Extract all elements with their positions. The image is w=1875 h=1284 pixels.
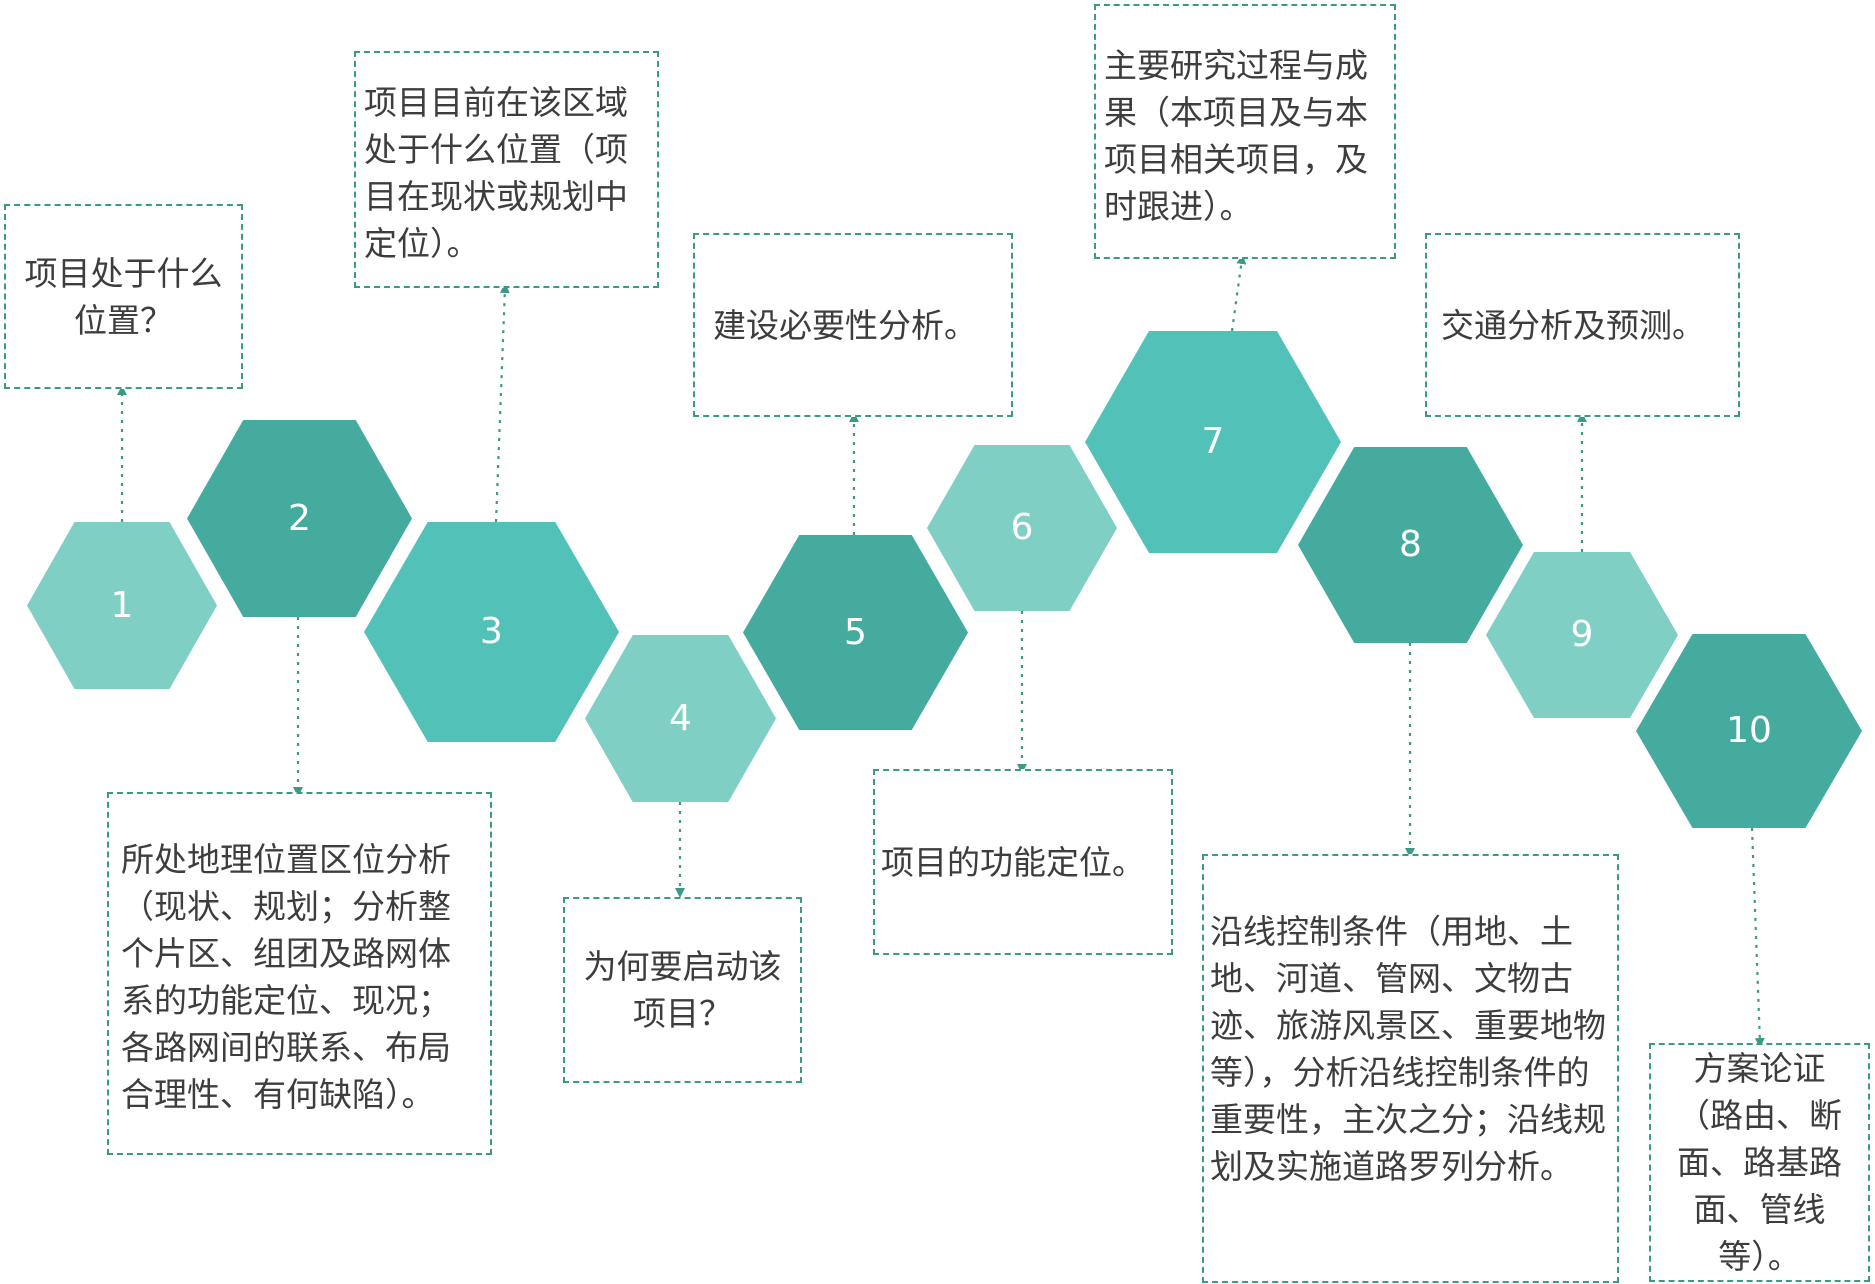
step-7-note-text: 主要研究过程与成果（本项目及与本项目相关项目，及时跟进）。 xyxy=(1104,46,1368,226)
step-4-note: 为何要启动该项目？ xyxy=(563,897,802,1083)
step-5-note-text: 建设必要性分析。 xyxy=(713,305,977,345)
step-8-note-text: 沿线控制条件（用地、土地、河道、管网、文物古迹、旅游风景区、重要地物等），分析沿… xyxy=(1210,912,1606,1186)
step-9-number: 9 xyxy=(1570,614,1594,655)
step-4-note-text: 为何要启动该项目？ xyxy=(583,947,782,1033)
step-5-number: 5 xyxy=(844,611,867,653)
connector-3 xyxy=(494,283,510,523)
step-3-hexagon: 3 xyxy=(364,522,619,742)
step-8-number: 8 xyxy=(1399,524,1422,565)
connector-10 xyxy=(1750,827,1765,1048)
step-7-note: 主要研究过程与成果（本项目及与本项目相关项目，及时跟进）。 xyxy=(1094,4,1396,259)
step-5-note: 建设必要性分析。 xyxy=(693,233,1013,417)
step-9-note: 交通分析及预测。 xyxy=(1425,233,1740,417)
step-9-note-text: 交通分析及预测。 xyxy=(1441,305,1705,345)
connector-7 xyxy=(1230,254,1247,332)
step-2-note: 所处地理位置区位分析（现状、规划；分析整个片区、组团及路网体系的功能定位、现况；… xyxy=(107,792,492,1155)
step-9-hexagon: 9 xyxy=(1486,552,1678,718)
step-2-note-text: 所处地理位置区位分析（现状、规划；分析整个片区、组团及路网体系的功能定位、现况；… xyxy=(121,840,451,1114)
step-8-note: 沿线控制条件（用地、土地、河道、管网、文物古迹、旅游风景区、重要地物等），分析沿… xyxy=(1202,854,1619,1283)
step-3-note-text: 项目目前在该区域处于什么位置（项目在现状或规划中定位）。 xyxy=(364,83,628,263)
step-6-note-text: 项目的功能定位。 xyxy=(881,842,1145,882)
step-10-note-text: 方案论证（路由、断面、路基路面、管线等）。 xyxy=(1677,1049,1842,1276)
step-10-number: 10 xyxy=(1726,710,1772,751)
step-1-number: 1 xyxy=(110,584,134,626)
step-6-note: 项目的功能定位。 xyxy=(873,769,1173,955)
step-6-number: 6 xyxy=(1010,507,1034,548)
step-5-hexagon: 5 xyxy=(743,535,968,730)
step-7-number: 7 xyxy=(1201,421,1225,462)
step-1-note-text: 项目处于什么位置？ xyxy=(24,253,223,340)
step-3-note: 项目目前在该区域处于什么位置（项目在现状或规划中定位）。 xyxy=(354,51,659,288)
step-1-note: 项目处于什么位置？ xyxy=(4,204,243,389)
step-3-number: 3 xyxy=(480,611,503,652)
step-10-note: 方案论证（路由、断面、路基路面、管线等）。 xyxy=(1649,1043,1870,1282)
step-2-number: 2 xyxy=(288,497,311,539)
step-4-number: 4 xyxy=(669,697,692,739)
